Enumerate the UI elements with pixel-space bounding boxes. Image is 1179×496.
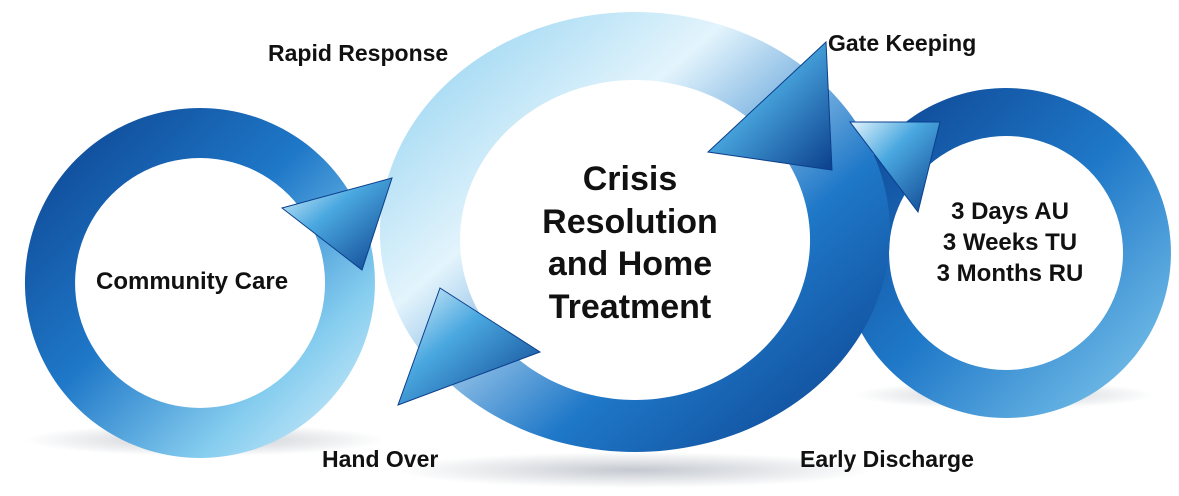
rapid-response-arrow-icon bbox=[280, 177, 393, 271]
hand-over-arrow-icon bbox=[397, 287, 542, 406]
units-ring bbox=[840, 88, 1171, 418]
crisis-line-3: and Home bbox=[547, 245, 713, 283]
units-labels: 3 Days AU 3 Weeks TU 3 Months RU bbox=[915, 196, 1105, 290]
rapid-response-label: Rapid Response bbox=[268, 40, 449, 66]
units-line-1: 3 Days AU bbox=[951, 198, 1069, 225]
community-care-label: Community Care bbox=[96, 268, 289, 295]
units-line-2: 3 Weeks TU bbox=[942, 229, 1078, 257]
units-line-3: 3 Months RU bbox=[936, 260, 1084, 288]
crisis-line-1: Crisis bbox=[582, 160, 678, 198]
hand-over-label: Hand Over bbox=[322, 446, 439, 472]
units-entry-arrow-icon bbox=[848, 121, 941, 214]
crisis-resolution-title: Crisis Resolution and Home Treatment bbox=[500, 158, 760, 328]
gate-keeping-label: Gate Keeping bbox=[828, 30, 977, 56]
gate-keeping-arrow-icon bbox=[706, 40, 833, 171]
crisis-line-2: Resolution bbox=[542, 202, 718, 241]
community-care-ring bbox=[24, 108, 385, 458]
early-discharge-label: Early Discharge bbox=[800, 446, 974, 472]
crisis-line-4: Treatment bbox=[548, 287, 712, 326]
